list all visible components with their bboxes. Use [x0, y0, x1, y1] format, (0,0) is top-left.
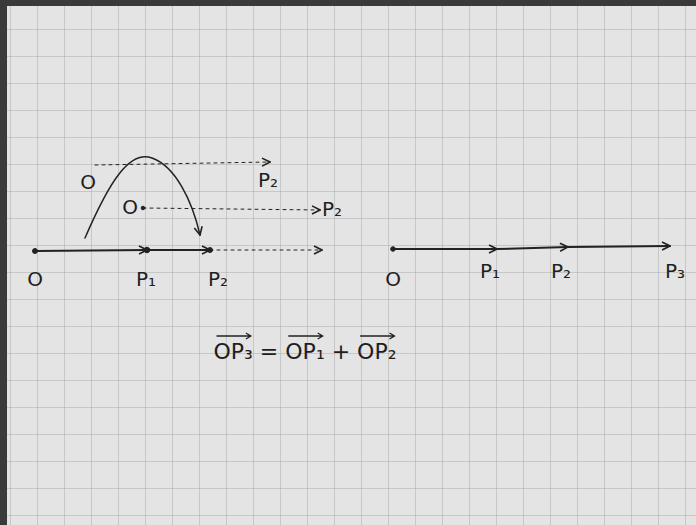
vector-overarrow	[288, 333, 322, 339]
point-label: P₁	[480, 261, 500, 281]
point-label: P₂	[322, 199, 342, 219]
point-label: O	[122, 197, 138, 217]
point-label: O	[385, 269, 401, 289]
point-label: P₃	[665, 261, 685, 281]
point-label: O	[27, 269, 43, 289]
vector-equation: OP₃ = OP₁ + OP₂	[213, 341, 396, 363]
vector-overarrow	[360, 333, 394, 339]
point-label: P₂	[258, 170, 278, 190]
point-label: P₂	[208, 269, 228, 289]
point-label: P₂	[551, 261, 571, 281]
vector-overarrow	[216, 333, 250, 339]
point-label: P₁	[136, 269, 156, 289]
point-label: O	[80, 172, 96, 192]
